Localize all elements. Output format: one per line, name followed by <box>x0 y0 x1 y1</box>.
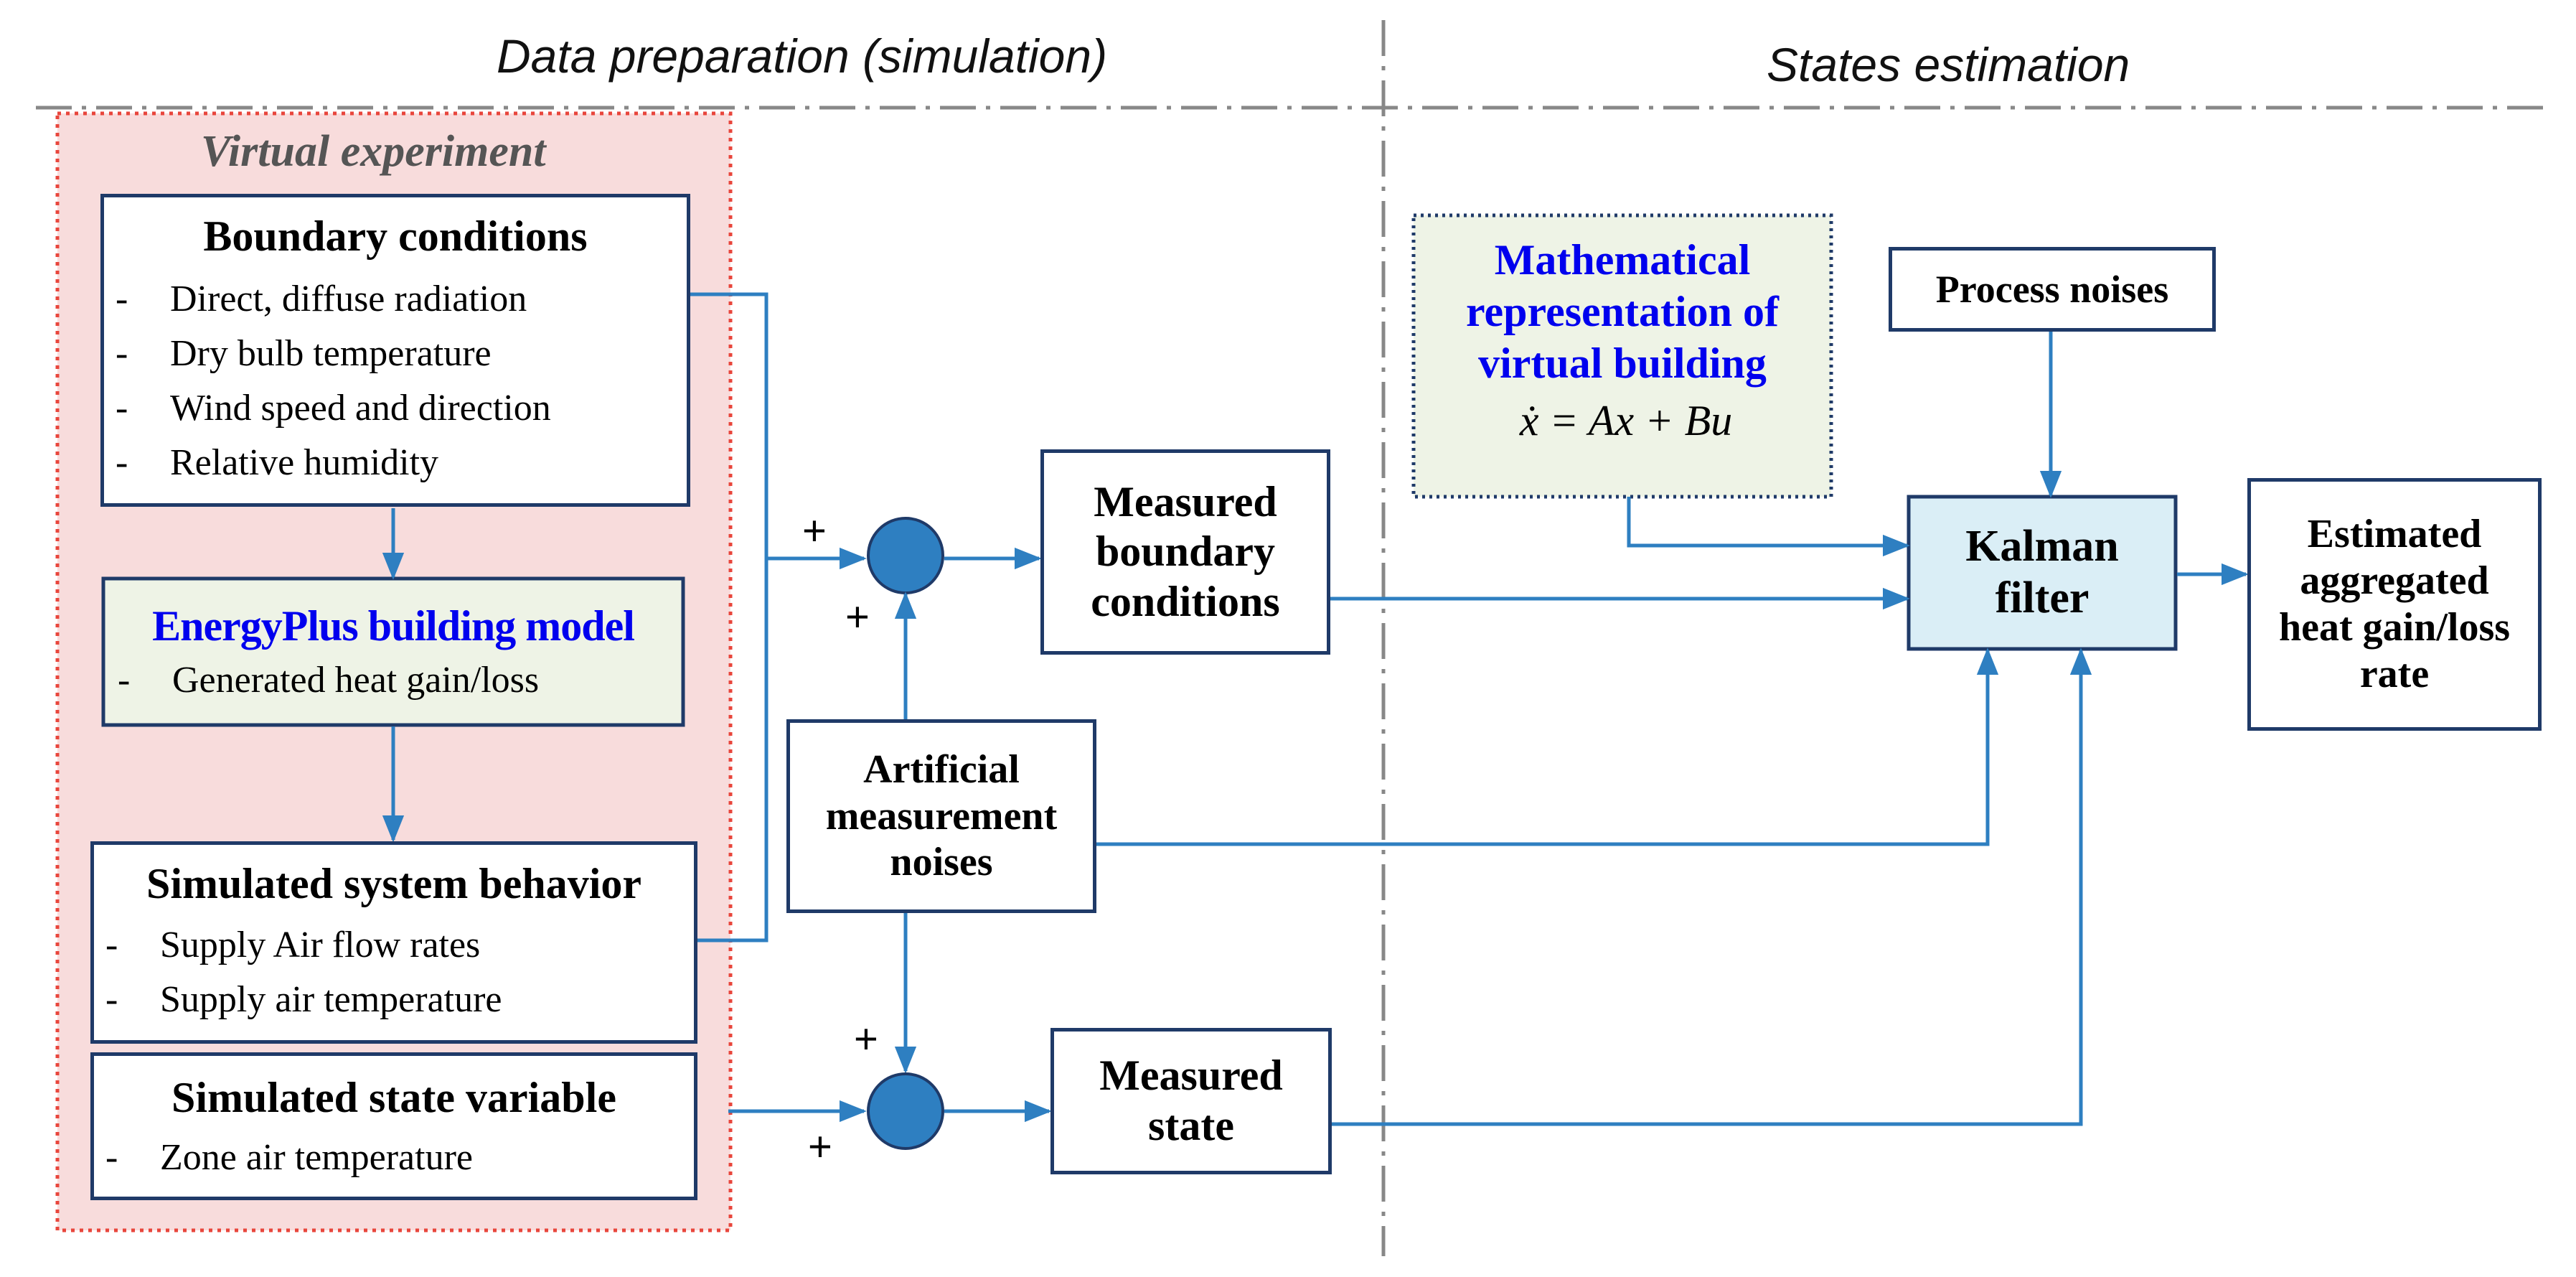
boundary-conditions-box: Boundary conditions - Direct, diffuse ra… <box>100 194 690 507</box>
measured-state-box: Measured state <box>1050 1028 1332 1174</box>
measured-boundary-box: Measured boundary conditions <box>1040 449 1330 655</box>
estimated-line: Estimated <box>2307 512 2482 557</box>
artificial-noises-box: Artificial measurement noises <box>786 719 1096 913</box>
estimated-line: rate <box>2359 651 2430 696</box>
state-variable-box: Simulated state variable - Zone air temp… <box>90 1052 697 1200</box>
math-model-line: representation of <box>1465 288 1780 335</box>
math-model-line: Mathematical <box>1494 236 1751 284</box>
state-variable-title: Simulated state variable <box>171 1074 616 1121</box>
estimated-line: aggregated <box>2300 558 2489 604</box>
artificial-noises-line: noises <box>890 840 993 885</box>
arrow-noise-to-kalman <box>1096 647 1999 846</box>
measured-state-line: state <box>1148 1102 1234 1149</box>
system-behavior-box: Simulated system behavior - Supply Air f… <box>90 841 697 1044</box>
kalman-line: filter <box>1995 574 2090 622</box>
virtual-experiment-title: Virtual experiment <box>201 127 546 176</box>
arrow-math-to-kalman <box>1627 497 1910 557</box>
measured-state-line: Measured <box>1099 1052 1283 1100</box>
bullet: - <box>116 388 128 429</box>
energyplus-box-bg <box>101 576 685 727</box>
estimated-output-box: Estimated aggregated heat gain/loss rate <box>2247 478 2542 731</box>
energyplus-title: EnergyPlus building model <box>152 602 635 650</box>
arrow-measured-state-to-kalman <box>1332 647 2092 1126</box>
artificial-noises-line: measurement <box>825 793 1058 838</box>
summing-node-bottom <box>867 1072 944 1150</box>
bullet: - <box>116 279 128 319</box>
line-bc-to-bracket <box>689 292 768 942</box>
bullet: - <box>105 925 118 965</box>
process-noises-label: Process noises <box>1935 267 2169 311</box>
bc-item-dry-bulb: Dry bulb temperature <box>170 333 492 374</box>
math-model-text: Mathematical representation of virtual b… <box>1414 234 1831 446</box>
boundary-conditions-title: Boundary conditions <box>203 212 588 260</box>
bc-item-radiation: Direct, diffuse radiation <box>170 279 527 319</box>
kalman-filter-box <box>1907 495 2178 651</box>
bc-item-humidity: Relative humidity <box>170 442 439 483</box>
math-model-line: virtual building <box>1478 340 1767 387</box>
measured-boundary-line: conditions <box>1091 577 1280 625</box>
section-title-states-estimation: States estimation <box>1767 38 2130 91</box>
bullet: - <box>116 442 128 483</box>
estimated-line: heat gain/loss <box>2278 605 2511 650</box>
state-space-equation: ẋ = Ax + Bu <box>1519 397 1733 444</box>
state-item-zone-temp: Zone air temperature <box>160 1137 473 1178</box>
process-noises-box: Process noises <box>1889 247 2216 332</box>
system-item-air-temp: Supply air temperature <box>160 979 502 1020</box>
plus-sign-top-bottom: + <box>845 594 870 640</box>
section-title-data-preparation: Data preparation (simulation) <box>497 29 1108 83</box>
bullet: - <box>116 333 128 374</box>
bullet: - <box>105 979 118 1020</box>
energyplus-item-heat: Generated heat gain/loss <box>172 660 540 701</box>
measured-boundary-line: boundary <box>1095 528 1276 576</box>
plus-sign-bottom-left: + <box>808 1123 832 1170</box>
measured-boundary-line: Measured <box>1094 477 1277 525</box>
system-behavior-title: Simulated system behavior <box>146 860 641 907</box>
kalman-line: Kalman <box>1965 522 2119 571</box>
plus-sign-top-left: + <box>802 507 827 554</box>
energyplus-box: EnergyPlus building model - Generated he… <box>103 579 683 725</box>
plus-sign-bottom-top: + <box>854 1016 878 1062</box>
bc-item-wind: Wind speed and direction <box>170 388 551 429</box>
math-model-box <box>1411 213 1833 499</box>
bullet: - <box>105 1137 118 1178</box>
kalman-filter-text: Kalman filter <box>1909 497 2176 649</box>
artificial-noises-line: Artificial <box>863 747 1020 792</box>
summing-node-top <box>867 517 944 594</box>
system-item-airflow: Supply Air flow rates <box>160 925 481 965</box>
bullet: - <box>118 660 131 701</box>
